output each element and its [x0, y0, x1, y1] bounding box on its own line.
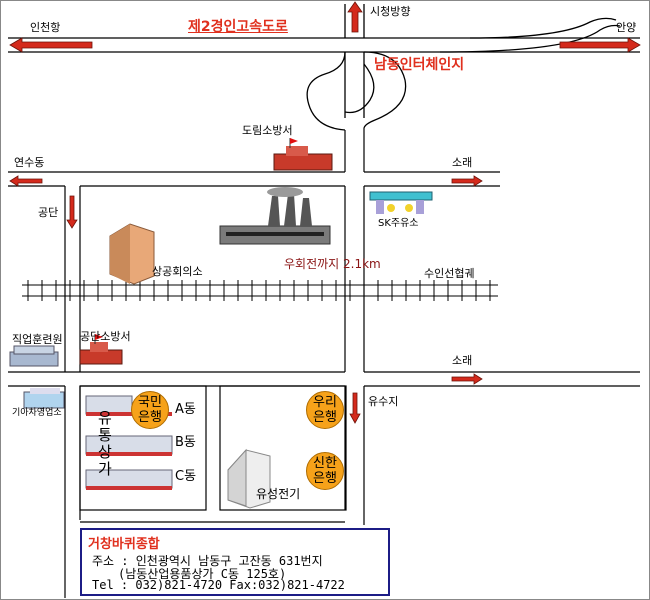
factory-icon — [219, 187, 331, 245]
kia-dealer-icon — [23, 388, 65, 409]
kia-label: 기아차영업소 — [12, 408, 62, 418]
vocational-label: 직업훈련원 — [12, 333, 63, 346]
dorim-fire-label: 도림소방서 — [242, 124, 293, 137]
highway-label: 제2경인고속도로 — [188, 19, 288, 35]
vocational-center-icon — [9, 345, 59, 367]
railway-label: 수인선협궤 — [424, 267, 475, 280]
bldg-c-label: C동 — [175, 469, 197, 484]
contact-line: Tel : 032)821-4720 Fax:032)821-4722 — [92, 578, 345, 592]
bldg-b-label: B동 — [175, 435, 196, 450]
dorim-fire-station-icon — [273, 138, 333, 171]
gongdan-fire-label: 공단소방서 — [80, 330, 131, 343]
direction-arrows — [9, 1, 641, 424]
bypass-note: 우회전까지 2.1km — [284, 257, 381, 271]
mall-label: 유통상가 — [98, 409, 112, 478]
dir-incheon-label: 인천항 — [30, 21, 61, 34]
dir-cityhall-label: 시청방향 — [370, 5, 411, 18]
sk-gas-station-icon — [369, 191, 433, 214]
interchange-label: 남동인터체인지 — [374, 57, 465, 73]
sk-gas-label: SK주유소 — [378, 218, 419, 229]
dir-yusuji-label: 유수지 — [368, 395, 399, 408]
dir-sorae-bottom-label: 소래 — [452, 354, 473, 367]
yusung-label: 유성전기 — [256, 487, 301, 501]
chamber-label: 상공회의소 — [152, 265, 203, 278]
dir-gongdan-label: 공단 — [38, 206, 59, 219]
woori-bank-badge: 우리 은행 — [306, 391, 344, 429]
bldg-a-label: A동 — [175, 402, 196, 417]
company-name: 거창바퀴종합 — [88, 537, 160, 552]
dir-yeonsu-label: 연수동 — [14, 156, 45, 169]
railway-track — [22, 280, 498, 301]
dir-sorae-top-label: 소래 — [452, 156, 473, 169]
address-line-1: 주소 : 인천광역시 남동구 고잔동 631번지 — [92, 554, 323, 568]
gongdan-fire-station-icon — [79, 334, 123, 365]
street-grid — [8, 128, 640, 598]
chamber-building-icon — [109, 223, 155, 285]
address-line-2: (남동산업용품상가 C동 125호) — [118, 567, 287, 581]
kookmin-bank-badge: 국민 은행 — [131, 391, 169, 429]
mall-buildings-icon — [85, 395, 173, 490]
highway — [8, 4, 640, 131]
company-info-box: 거창바퀴종합 주소 : 인천광역시 남동구 고잔동 631번지 (남동산업용품상… — [80, 528, 390, 596]
shinhan-bank-badge: 신한 은행 — [306, 452, 344, 490]
dir-anyang-label: 안양 — [616, 21, 637, 34]
yusung-building-icon — [227, 448, 271, 509]
woori-bank-label: 우리 은행 — [313, 395, 337, 425]
kookmin-bank-label: 국민 은행 — [138, 395, 162, 425]
shinhan-bank-label: 신한 은행 — [313, 456, 337, 486]
